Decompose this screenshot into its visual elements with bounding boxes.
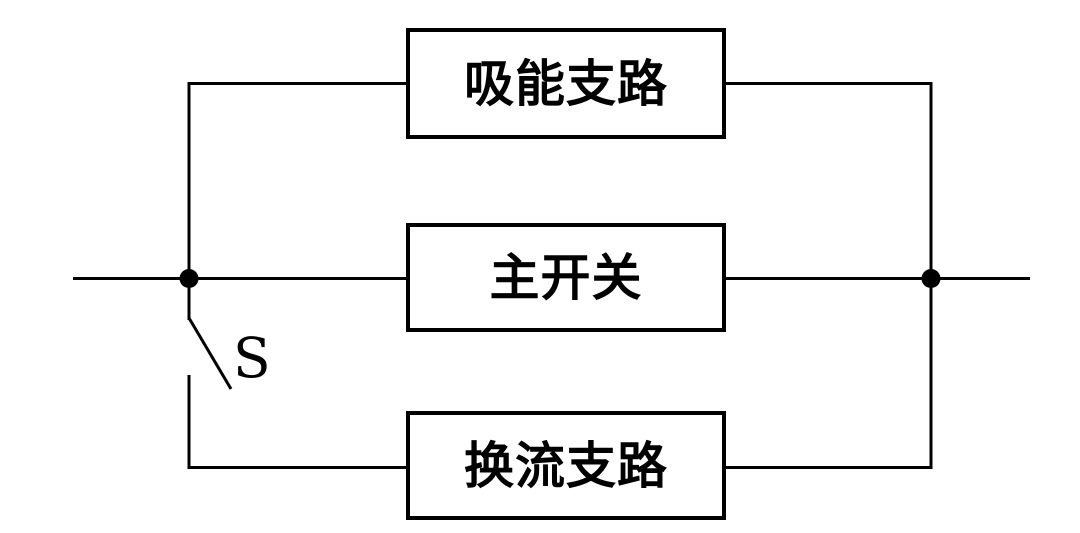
block-commutation-branch: 换流支路 — [406, 411, 726, 520]
block-main-switch: 主开关 — [406, 223, 726, 332]
right-junction-dot — [921, 269, 941, 288]
block-label-energy-absorption: 吸能支路 — [464, 53, 668, 113]
block-label-main-switch: 主开关 — [489, 247, 643, 307]
block-label-commutation: 换流支路 — [464, 435, 668, 495]
switch-label: S — [233, 326, 271, 390]
left-junction-dot — [179, 269, 199, 288]
block-energy-absorption-branch: 吸能支路 — [406, 28, 726, 139]
switch-blade — [187, 317, 233, 390]
